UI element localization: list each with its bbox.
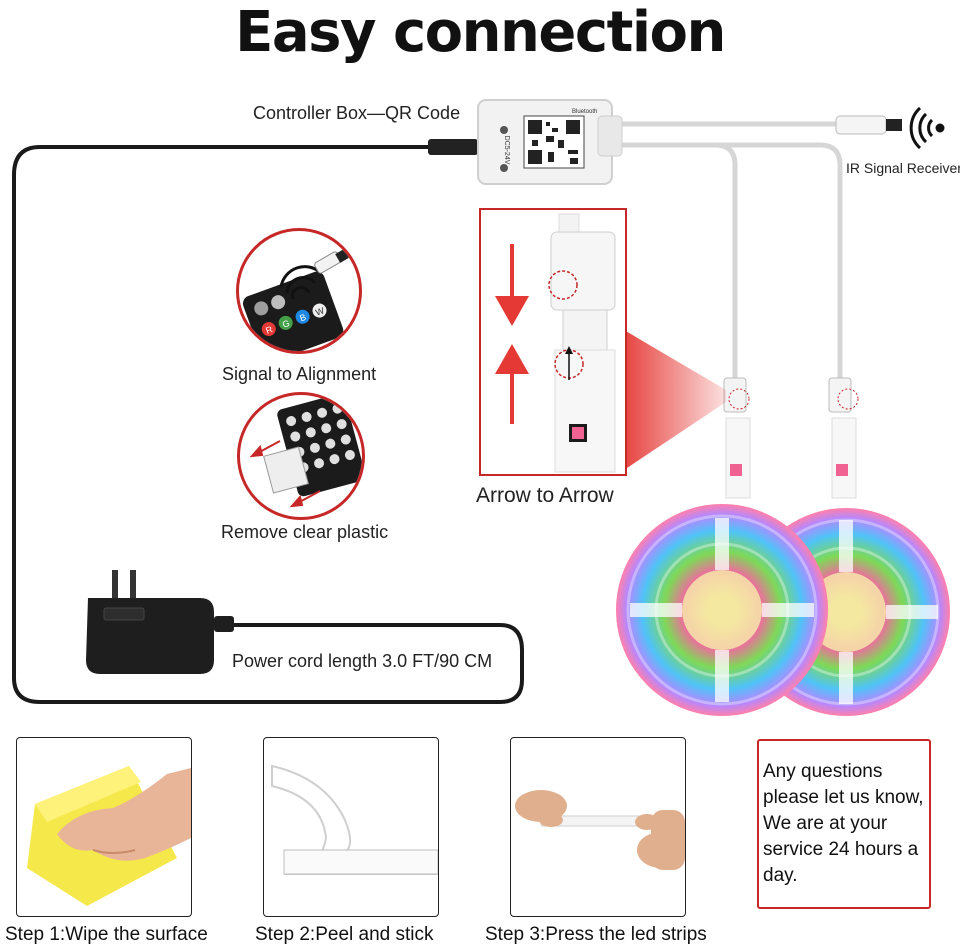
- connector-alignment-illustration: [495, 213, 616, 473]
- wipe-surface-illustration: [27, 766, 191, 906]
- dashed-circle-top: [548, 270, 578, 300]
- arrow-to-arrow-panel: [479, 208, 627, 476]
- note-line-4: service 24 hours a: [763, 839, 919, 860]
- remove-plastic-image: [237, 392, 365, 520]
- step-3-image: [510, 737, 686, 917]
- qr-code-icon: [528, 120, 580, 164]
- controller-text-b: Bluetooth: [572, 109, 597, 115]
- note-line-1: Any questions: [763, 761, 883, 782]
- power-cord-label: Power cord length 3.0 FT/90 CM: [232, 651, 493, 671]
- page-title: Easy connection: [235, 0, 726, 65]
- controller-box: DC5-24V Bluetooth: [477, 99, 623, 185]
- arrow-to-arrow-label: Arrow to Arrow: [476, 484, 614, 507]
- remote-btn-b: B: [298, 312, 307, 323]
- remote-plastic-illustration: [249, 395, 362, 508]
- signal-alignment-label: Signal to Alignment: [222, 364, 377, 384]
- press-strip-illustration: [515, 790, 685, 870]
- up-arrow-icon: [495, 344, 529, 424]
- note-line-2: please let us know,: [763, 787, 924, 808]
- remove-plastic-label: Remove clear plastic: [221, 522, 389, 542]
- ir-receiver: [835, 115, 902, 135]
- signal-alignment-image: R G B W: [236, 228, 362, 354]
- ir-receiver-label: IR Signal Receiver: [846, 160, 960, 176]
- step-2-image: [263, 737, 439, 917]
- note-line-5: day.: [763, 865, 798, 886]
- arrow-icon: [249, 440, 321, 508]
- step-2-label: Step 2:Peel and stick: [255, 924, 434, 945]
- remote-btn-r: R: [264, 324, 274, 336]
- remote-signal-illustration: R G B W: [242, 249, 349, 351]
- led-reel-left: [616, 504, 828, 716]
- step-1-image: [16, 737, 192, 917]
- highlight-cone: [624, 330, 726, 470]
- strip-connector-right: [828, 377, 859, 499]
- wireless-icon: [279, 265, 323, 300]
- strip-cable-right: [610, 142, 843, 378]
- down-arrow-icon: [495, 244, 529, 326]
- remote-btn-g: G: [281, 318, 291, 330]
- peel-stick-illustration: [271, 764, 438, 875]
- wireless-signal-icon: [909, 106, 945, 150]
- step-3-label: Step 3:Press the led strips: [485, 924, 707, 945]
- power-adapter: [86, 570, 234, 674]
- note-line-3: We are at your: [763, 813, 888, 834]
- strip-connector-left: [723, 377, 751, 499]
- controller-text-a: DC5-24V: [503, 136, 510, 165]
- power-plug: [428, 139, 478, 155]
- remote-btn-w: W: [314, 305, 326, 317]
- step-1-label: Step 1:Wipe the surface: [5, 924, 208, 945]
- power-cable: [12, 145, 524, 704]
- controller-label: Controller Box—QR Code: [253, 103, 461, 123]
- support-note: Any questions please let us know, We are…: [757, 739, 931, 909]
